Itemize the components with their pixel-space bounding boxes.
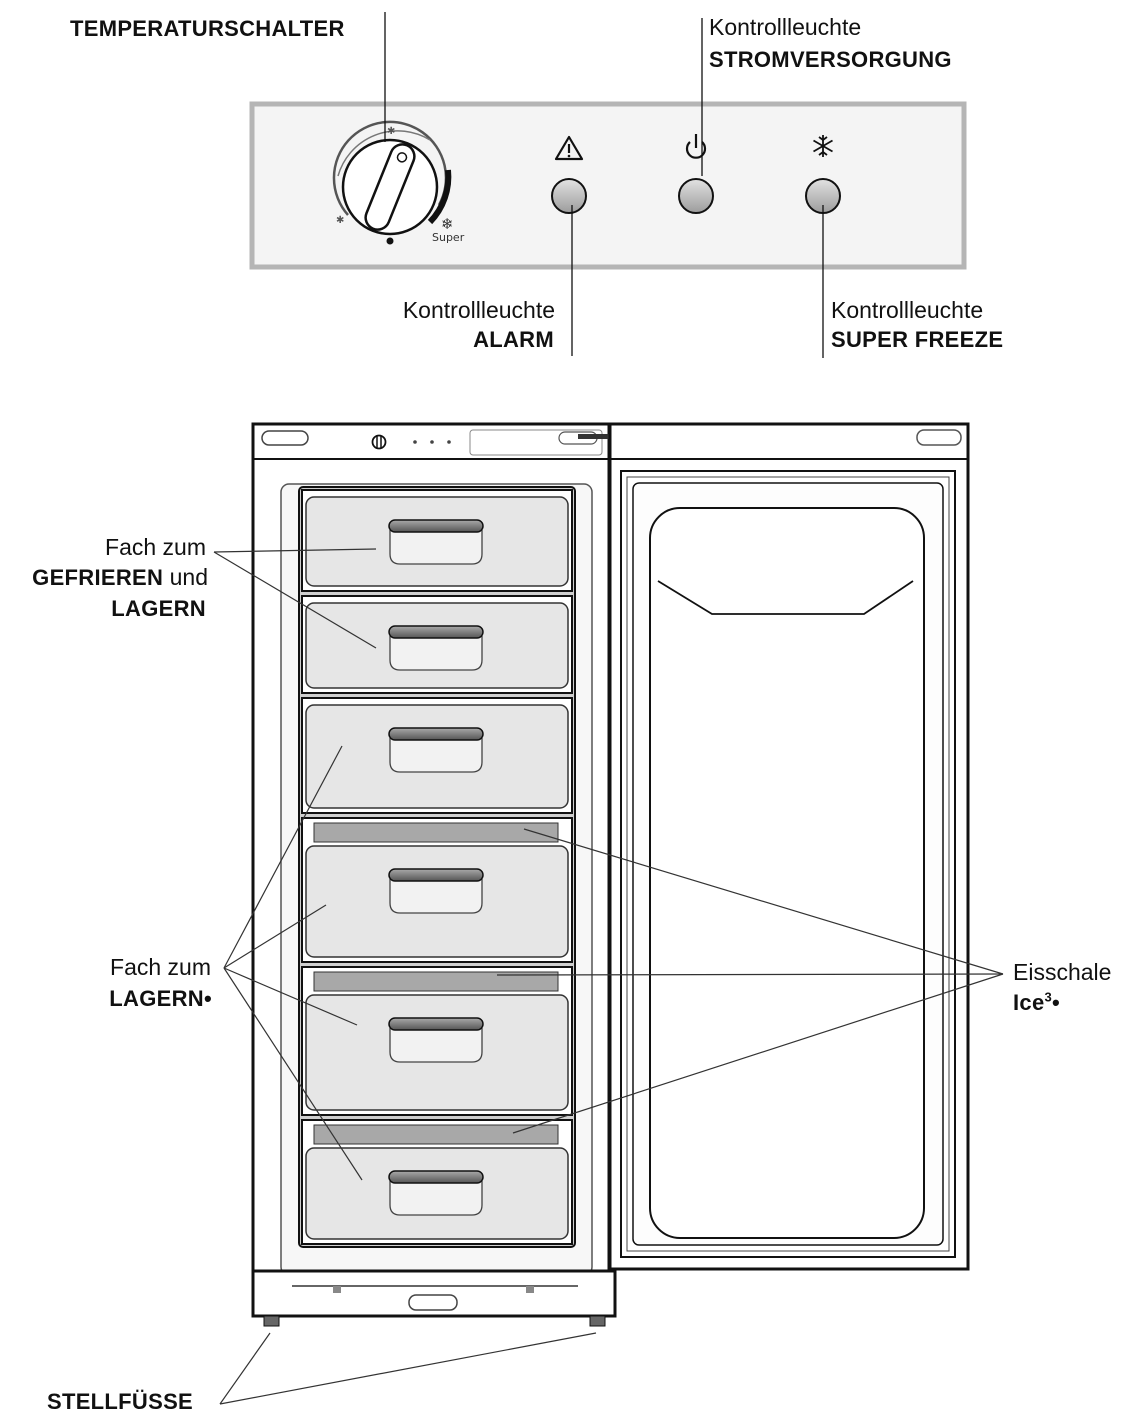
freeze-store-label-line2: GEFRIEREN und xyxy=(32,566,208,589)
super-setting-label: Super xyxy=(432,231,465,244)
drawer-handle-2 xyxy=(388,625,484,639)
freezer-door xyxy=(608,422,970,1271)
freeze-store-label-line3: LAGERN xyxy=(111,596,206,621)
drawer-handle-6 xyxy=(388,1170,484,1184)
store-compartment-caption: Fach zum xyxy=(110,954,211,980)
temperature-switch-label: TEMPERATURSCHALTER xyxy=(70,16,345,41)
super-freeze-indicator-label: SUPER FREEZE xyxy=(831,327,1004,352)
alarm-lamp xyxy=(551,178,587,214)
alarm-indicator-caption: Kontrollleuchte xyxy=(402,297,555,323)
temperature-dial: ✱ ✱ ❄ xyxy=(332,120,454,245)
snowflake-icon xyxy=(813,135,833,157)
adjustable-feet-label: STELLFÜSSE xyxy=(47,1389,194,1414)
callout-lines xyxy=(213,548,1004,1405)
drawer-recess-1 xyxy=(389,530,483,565)
svg-text:❄: ❄ xyxy=(441,215,454,233)
drawer-recess-3 xyxy=(389,738,483,773)
power-indicator-label: STROMVERSORGUNG xyxy=(709,47,952,72)
drawer-handle-1 xyxy=(388,519,484,533)
ice-tray-name: Ice xyxy=(1013,990,1045,1015)
ice-tray-2 xyxy=(313,971,559,992)
drawer-recess-4 xyxy=(389,879,483,914)
top-leader-lines xyxy=(384,12,824,358)
freeze-store-caption: Fach zum xyxy=(105,534,206,560)
ice-tray-label: Ice3• xyxy=(1013,989,1061,1015)
ice-tray-1 xyxy=(313,822,559,843)
drawer-stack xyxy=(301,489,573,1245)
drawer-handle-4 xyxy=(388,868,484,882)
power-icon xyxy=(685,134,707,159)
ice-tray-bullet: • xyxy=(1052,990,1061,1015)
store-compartment-label: LAGERN• xyxy=(109,986,212,1011)
svg-text:✱: ✱ xyxy=(336,215,344,226)
and-word: und xyxy=(163,564,208,590)
alarm-indicator-label: ALARM xyxy=(473,327,554,352)
drawer-recess-5 xyxy=(389,1028,483,1063)
drawer-handle-3 xyxy=(388,727,484,741)
drawer-handle-5 xyxy=(388,1017,484,1031)
power-indicator-caption: Kontrollleuchte xyxy=(709,14,862,40)
ice-tray-3 xyxy=(313,1124,559,1145)
warning-triangle-icon xyxy=(554,135,584,161)
drawer-recess-2 xyxy=(389,636,483,671)
ice-tray-caption: Eisschale xyxy=(1013,959,1112,985)
drawer-recess-6 xyxy=(389,1181,483,1216)
power-lamp xyxy=(678,178,714,214)
ice-tray-superscript: 3 xyxy=(1044,989,1053,1005)
super-freeze-indicator-caption: Kontrollleuchte xyxy=(831,297,984,323)
svg-text:✱: ✱ xyxy=(387,126,395,137)
freeze-label: GEFRIEREN xyxy=(32,565,164,590)
